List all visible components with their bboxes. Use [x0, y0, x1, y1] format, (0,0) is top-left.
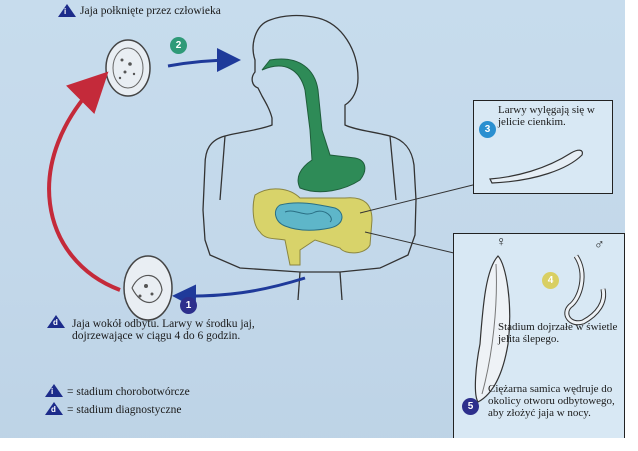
step4-badge: 4	[542, 272, 559, 289]
step1b-badge: 1	[180, 297, 197, 314]
egg-swallowed	[105, 39, 151, 97]
diagnostic-stage-marker: d	[47, 315, 65, 328]
digestive-tract	[252, 58, 373, 266]
pointer-line-small-intestine	[359, 181, 486, 214]
human-body-outline	[202, 14, 417, 301]
step3-box: 3 Larwy wylęgają się w jelicie cienkim.	[473, 100, 613, 194]
male-symbol: ♂	[594, 238, 605, 253]
legend-diagnostic-text: = stadium diagnostyczne	[67, 404, 182, 416]
bottom-margin	[0, 438, 638, 451]
arrow-egg-cycle	[47, 71, 121, 292]
right-margin	[625, 0, 638, 451]
diagnostic-text: Jaja wokół odbytu. Larwy w środku jaj, d…	[72, 318, 255, 342]
step2-badge: 2	[170, 37, 187, 54]
step3-text: Larwy wylęgają się w jelicie cienkim.	[498, 104, 595, 128]
legend-infective-text: = stadium chorobotwórcze	[67, 386, 190, 398]
arrow-gut-to-egg	[172, 276, 306, 309]
egg-perianal	[123, 255, 173, 321]
step5-text: Ciężarna samica wędruje do okolicy otwor…	[488, 383, 615, 419]
step5-badge: 5	[462, 398, 479, 415]
step4-text: Stadium dojrzałe w świetle jelita ślepeg…	[498, 321, 618, 345]
legend-infective-marker: i	[45, 384, 63, 397]
infective-stage-marker: i	[58, 4, 76, 17]
larva-illustration	[489, 149, 583, 184]
step1-text: Jaja połknięte przez człowieka	[80, 5, 221, 17]
arrow-egg-to-mouth	[167, 48, 241, 73]
female-symbol: ♀	[496, 235, 507, 250]
legend-diagnostic-marker: d	[45, 402, 63, 415]
adult-worms-box: ♀ ♂ 4 Stadium dojrzałe w świetle jelita …	[453, 233, 625, 451]
step3-badge: 3	[479, 121, 496, 138]
